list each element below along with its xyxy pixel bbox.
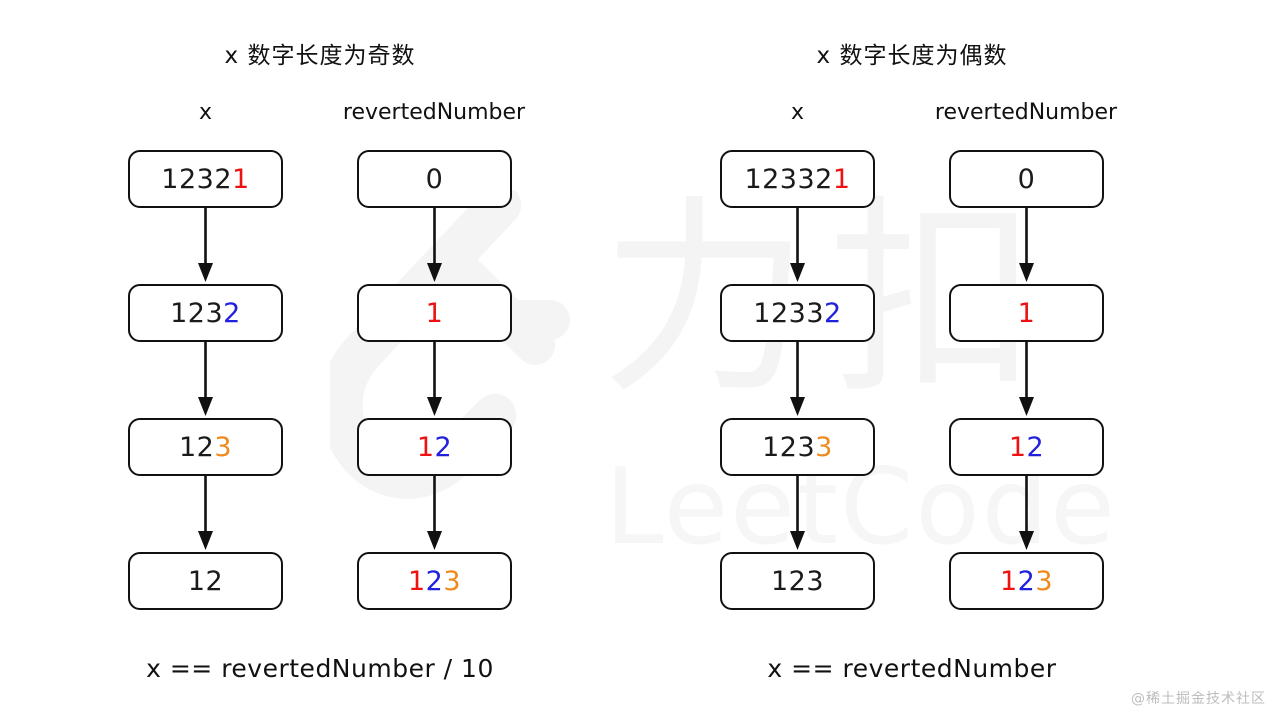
- panel-title: x 数字长度为奇数: [224, 43, 416, 69]
- value-box[interactable]: 123: [357, 552, 512, 610]
- value-box[interactable]: 1: [357, 284, 512, 342]
- value-box-text: 123: [408, 568, 461, 595]
- arrow-down-icon: [720, 476, 875, 552]
- arrow-down-icon: [720, 342, 875, 418]
- value-box[interactable]: 12332: [720, 284, 875, 342]
- digit-segment: 1: [232, 163, 250, 195]
- digit-segment: 0: [1017, 163, 1036, 195]
- digit-segment: 123: [770, 565, 825, 597]
- value-box-text: 12: [417, 434, 452, 461]
- value-box-text: 12332: [753, 300, 841, 327]
- digit-segment: 1233: [753, 297, 825, 329]
- panel-footer-equation: x == revertedNumber / 10: [146, 654, 494, 683]
- digit-segment: 3: [815, 431, 833, 463]
- arrow-down-icon: [949, 342, 1104, 418]
- digit-segment: 12332: [744, 163, 833, 195]
- column-header-x: x: [790, 100, 805, 125]
- arrow-down-icon: [128, 476, 283, 552]
- digit-segment: 3: [214, 431, 233, 463]
- value-box[interactable]: 123: [128, 418, 283, 476]
- digit-segment: 1: [999, 565, 1018, 597]
- panel-title: x 数字长度为偶数: [816, 43, 1008, 69]
- value-box[interactable]: 0: [357, 150, 512, 208]
- value-box[interactable]: 12: [949, 418, 1104, 476]
- digit-segment: 1: [425, 297, 444, 329]
- value-box[interactable]: 123: [949, 552, 1104, 610]
- digit-segment: 2: [223, 297, 241, 329]
- value-box[interactable]: 1: [949, 284, 1104, 342]
- value-box-text: 12: [1009, 434, 1044, 461]
- digit-segment: 1: [416, 431, 435, 463]
- arrow-down-icon: [357, 476, 512, 552]
- value-box[interactable]: 1232: [128, 284, 283, 342]
- value-box-text: 0: [426, 166, 444, 193]
- value-box-text: 1232: [170, 300, 241, 327]
- digit-segment: 2: [1017, 565, 1036, 597]
- value-box-text: 0: [1018, 166, 1036, 193]
- digit-segment: 12: [178, 431, 215, 463]
- value-box-text: 12: [188, 568, 223, 595]
- value-box-text: 1: [426, 300, 444, 327]
- digit-segment: 0: [425, 163, 444, 195]
- digit-segment: 1: [832, 163, 851, 195]
- digit-segment: 1232: [161, 163, 233, 195]
- digit-segment: 12: [187, 565, 224, 597]
- value-box-text: 1233: [762, 434, 833, 461]
- value-box-text: 123321: [744, 166, 850, 193]
- arrow-down-icon: [720, 208, 875, 284]
- value-box[interactable]: 12321: [128, 150, 283, 208]
- digit-segment: 2: [1026, 431, 1045, 463]
- panel-footer-equation: x == revertedNumber: [767, 654, 1057, 683]
- arrow-down-icon: [949, 208, 1104, 284]
- value-box-text: 123: [179, 434, 232, 461]
- digit-segment: 123: [170, 297, 224, 329]
- arrow-down-icon: [357, 208, 512, 284]
- column-header-reverted-number: revertedNumber: [934, 100, 1118, 125]
- value-box[interactable]: 1233: [720, 418, 875, 476]
- column-header-x: x: [198, 100, 213, 125]
- digit-segment: 3: [1035, 565, 1054, 597]
- value-box[interactable]: 0: [949, 150, 1104, 208]
- column-header-reverted-number: revertedNumber: [342, 100, 526, 125]
- digit-segment: 3: [443, 565, 462, 597]
- value-box[interactable]: 12: [357, 418, 512, 476]
- corner-watermark: @稀土掘金技术社区: [1131, 691, 1266, 707]
- arrow-down-icon: [128, 208, 283, 284]
- digit-segment: 1: [407, 565, 426, 597]
- digit-segment: 2: [434, 431, 453, 463]
- value-box-text: 1: [1018, 300, 1036, 327]
- value-box-text: 12321: [161, 166, 249, 193]
- digit-segment: 1: [1008, 431, 1027, 463]
- digit-segment: 123: [762, 431, 816, 463]
- arrow-down-icon: [128, 342, 283, 418]
- arrow-down-icon: [949, 476, 1104, 552]
- value-box-text: 123: [771, 568, 824, 595]
- digit-segment: 2: [824, 297, 842, 329]
- digit-segment: 2: [425, 565, 444, 597]
- arrow-down-icon: [357, 342, 512, 418]
- value-box[interactable]: 123321: [720, 150, 875, 208]
- value-box-text: 123: [1000, 568, 1053, 595]
- value-box[interactable]: 12: [128, 552, 283, 610]
- value-box[interactable]: 123: [720, 552, 875, 610]
- digit-segment: 1: [1017, 297, 1036, 329]
